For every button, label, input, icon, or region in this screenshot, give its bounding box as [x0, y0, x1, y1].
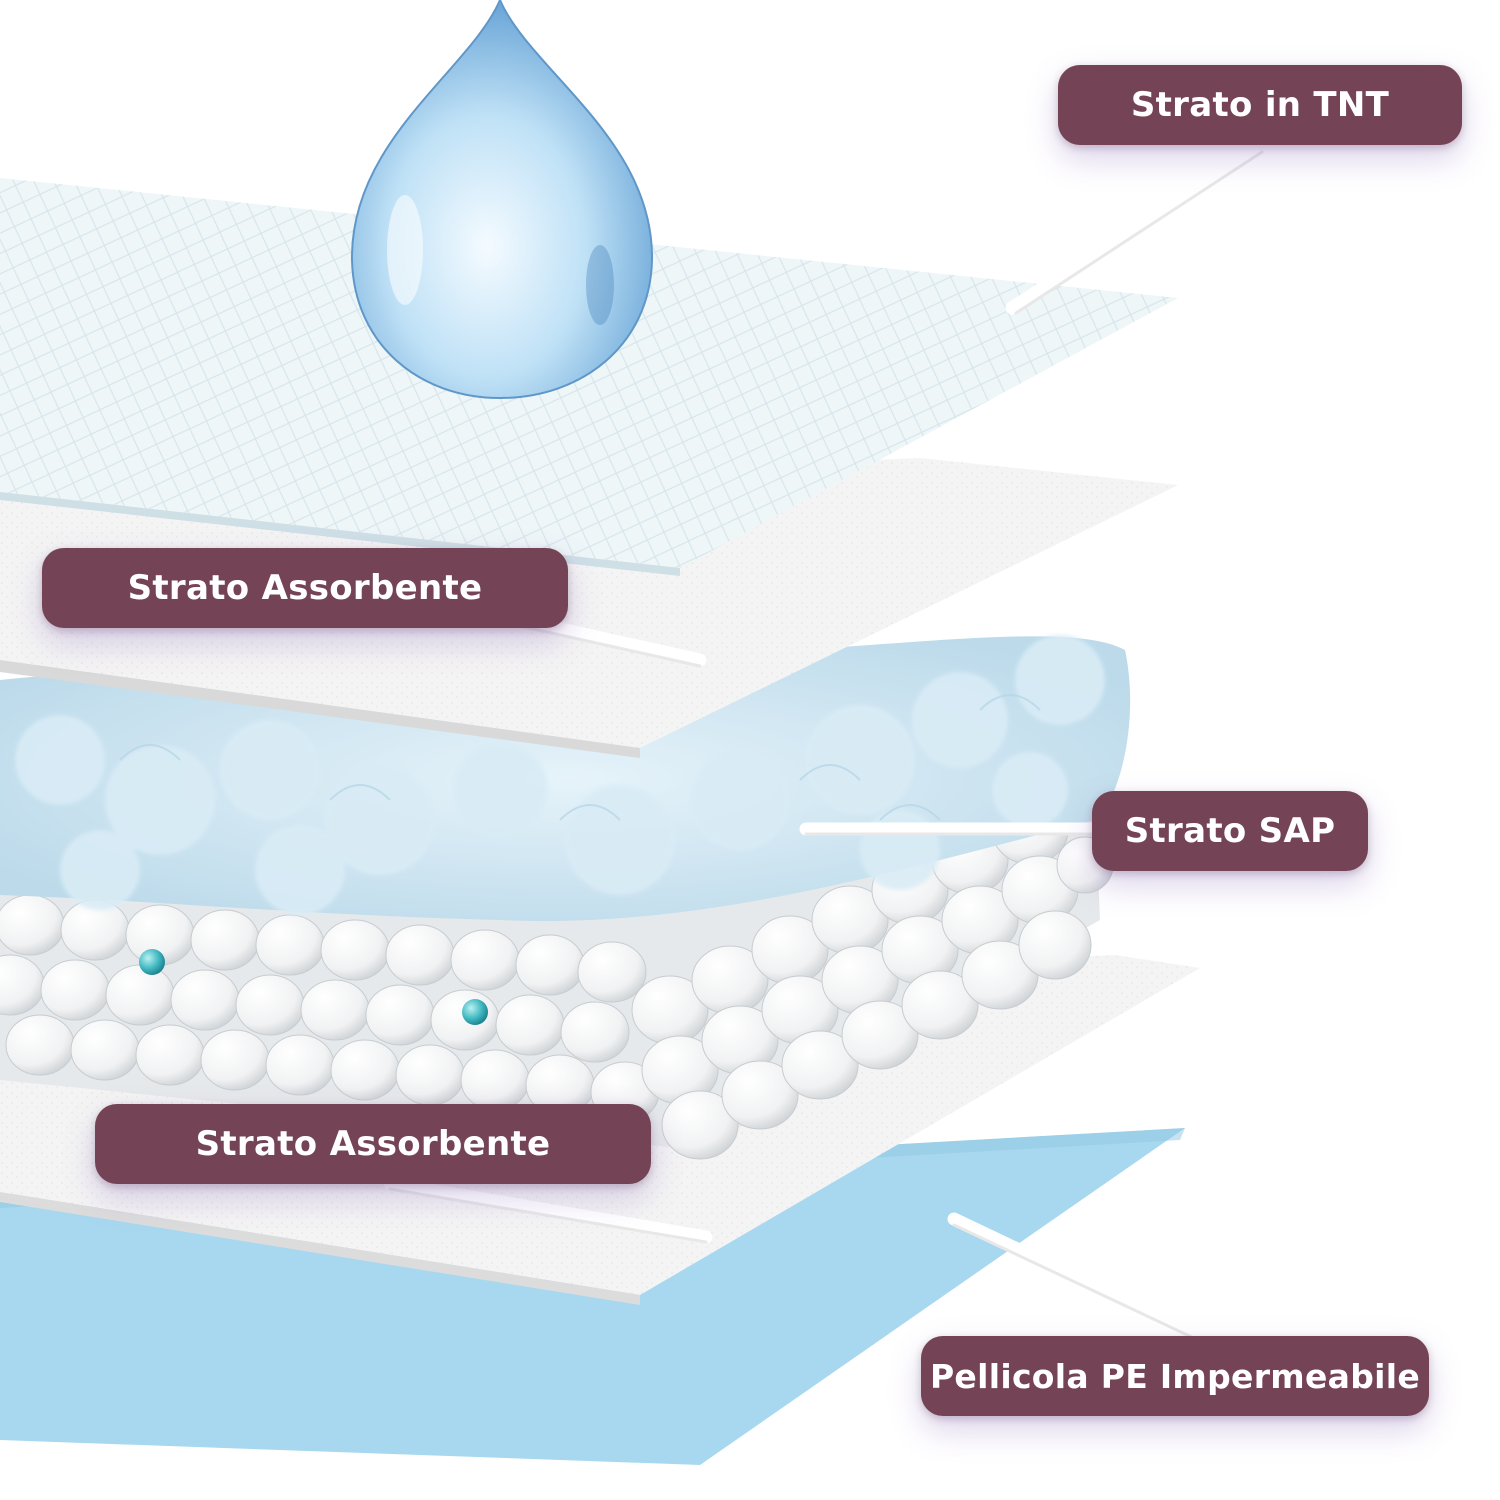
label-pe-film: Pellicola PE Impermeabile: [921, 1336, 1429, 1416]
label-absorbent-bottom: Strato Assorbente: [95, 1104, 651, 1184]
pe-film-leader-line: [947, 1212, 1207, 1343]
water-drop-icon: [350, 0, 654, 400]
label-absorbent-bottom-text: Strato Assorbente: [195, 1124, 551, 1164]
sap-granule-icon: [139, 949, 165, 975]
tnt-leader-line: [1005, 139, 1269, 315]
label-pe-film-text: Pellicola PE Impermeabile: [929, 1356, 1421, 1396]
label-tnt-text: Strato in TNT: [1130, 85, 1390, 125]
absorbent-bottom-leader-line: [383, 1176, 713, 1244]
label-absorbent-top-text: Strato Assorbente: [127, 568, 483, 608]
label-sap-text: Strato SAP: [1124, 811, 1336, 851]
label-sap: Strato SAP: [1092, 791, 1368, 871]
label-absorbent-top: Strato Assorbente: [42, 548, 568, 628]
sap-granule-icon: [462, 999, 488, 1025]
label-tnt: Strato in TNT: [1058, 65, 1462, 145]
